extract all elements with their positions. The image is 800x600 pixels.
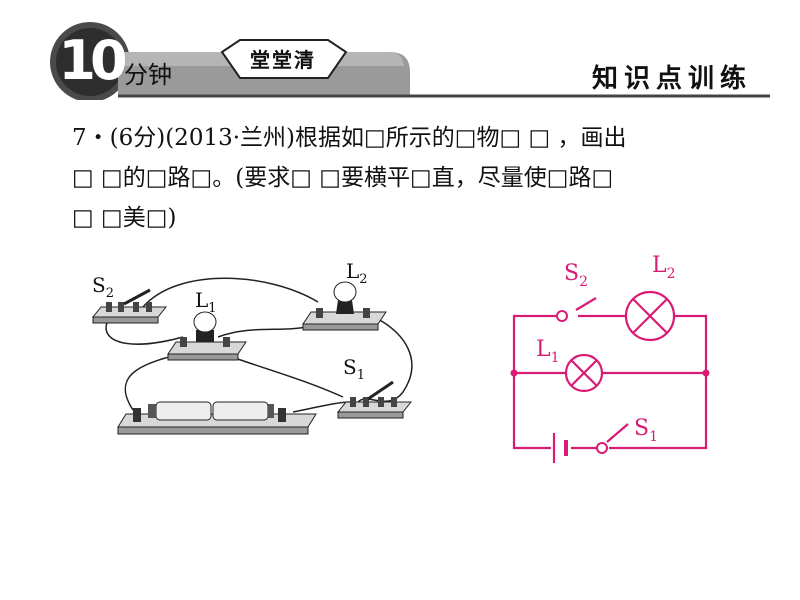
schematic-wires [512, 297, 708, 450]
schematic-junction-left [510, 369, 518, 377]
schematic-label-l2: L2 [652, 253, 676, 282]
switch-s1-board [336, 380, 413, 419]
photo-label-s1: S1 [343, 355, 365, 383]
schematic-s1-contact [596, 442, 608, 454]
problem-line-2: □ □的□路□。(要求□ □要横平□直，尽量使□路□ [72, 165, 614, 191]
problem-line-1: 7・(6分)(2013·兰州)根据如□所示的□物□ □ ，画出 [72, 125, 627, 151]
schematic-label-s1: S1 [634, 416, 658, 445]
problem-line-3: □ □美□) [72, 205, 177, 231]
photo-label-l2: L2 [346, 262, 368, 287]
badge-number: 10 [58, 29, 127, 92]
photo-wires [105, 277, 413, 413]
lamp-l2-board [302, 281, 387, 331]
schematic-junction-right [702, 369, 710, 377]
banner-graphic [50, 22, 770, 100]
schematic-battery [552, 433, 568, 463]
battery-holder [117, 401, 317, 435]
header-banner: 10 分钟 堂堂清 知识点训练 [0, 0, 800, 100]
lamp-l1-board [167, 311, 247, 361]
minutes-label: 分钟 [124, 61, 172, 89]
schematic-lamp-l1 [564, 353, 604, 393]
schematic-label-s2: S2 [564, 261, 588, 290]
tag-label: 堂堂清 [250, 48, 316, 72]
photo-label-s2: S2 [92, 273, 114, 301]
schematic-s2-contact-left [556, 310, 568, 322]
section-title: 知识点训练 [591, 64, 752, 94]
schematic-lamp-l2 [624, 290, 676, 342]
photo-label-l1: L1 [195, 288, 217, 316]
schematic-label-l1: L1 [536, 337, 560, 366]
circuit-schematic: S2 L2 L1 S1 [510, 253, 710, 463]
problem-text: 7・(6分)(2013·兰州)根据如□所示的□物□ □ ，画出 □ □的□路□。… [72, 118, 732, 238]
physical-circuit-figure: S2 L1 L2 S1 [91, 262, 413, 435]
switch-s2-board [91, 288, 168, 324]
